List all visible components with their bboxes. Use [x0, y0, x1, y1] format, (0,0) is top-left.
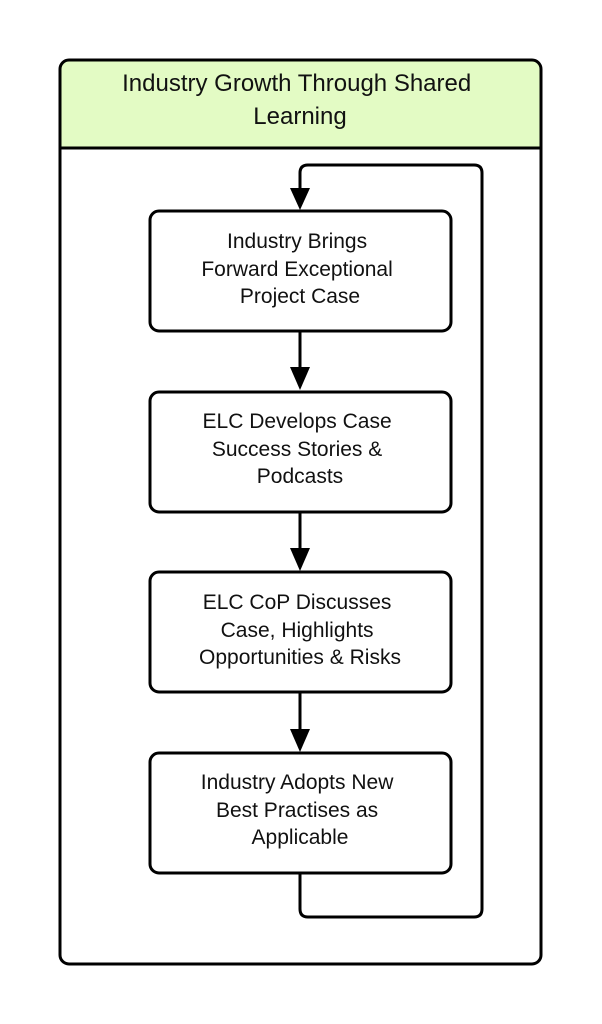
step-arrow: [290, 331, 310, 390]
step-label-line: ELC CoP Discusses: [203, 591, 392, 614]
svg-text:Industry Adopts New Best: Industry Adopts New Best Practises as Ap…: [201, 771, 399, 849]
step-label-line: Success Stories &: [212, 438, 382, 461]
diagram-container: Industry Growth Through Shared Learning: [58, 58, 543, 966]
svg-text:ELC Develops Case Succes: ELC Develops Case Success Stories & Podc…: [203, 410, 398, 488]
step-label-line: Forward Exceptional: [201, 258, 392, 281]
step-label-line: Industry Brings: [227, 230, 367, 253]
svg-text:Industry Brings Forward: Industry Brings Forward Exceptional Proj…: [201, 230, 398, 308]
title-line: Industry Growth Through Shared: [122, 70, 471, 97]
step-box: Industry Brings Forward Exceptional Proj…: [148, 209, 453, 333]
loop-back-connector: [290, 163, 484, 919]
step-label-line: Industry Adopts New: [201, 771, 394, 794]
step-arrow: [290, 512, 310, 571]
step-box: ELC CoP Discusses Case, Highlights Oppor…: [148, 570, 453, 694]
arrowhead-icon: [290, 188, 310, 210]
step-label-line: Project Case: [240, 285, 360, 308]
container-border: [58, 58, 543, 966]
step-label-line: Best Practises as: [216, 799, 378, 822]
step-box: ELC Develops Case Success Stories & Podc…: [148, 390, 453, 514]
svg-text:ELC CoP Discusses Case,: ELC CoP Discusses Case, Highlights Oppor…: [199, 591, 401, 669]
header-background: [60, 60, 541, 148]
step-label-line: Opportunities & Risks: [199, 646, 401, 669]
step-label-line: ELC Develops Case: [203, 410, 392, 433]
step-label-line: Podcasts: [257, 465, 343, 488]
step-box: Industry Adopts New Best Practises as Ap…: [148, 751, 453, 875]
arrowhead-icon: [290, 548, 310, 571]
diagram-title: Industry Growth Through Shared Learning: [122, 70, 478, 130]
step-label-line: Case, Highlights: [221, 619, 374, 642]
title-line: Learning: [253, 103, 346, 130]
arrowhead-icon: [290, 367, 310, 390]
step-arrow: [290, 692, 310, 752]
step-label-line: Applicable: [252, 826, 349, 849]
arrowhead-icon: [290, 729, 310, 752]
